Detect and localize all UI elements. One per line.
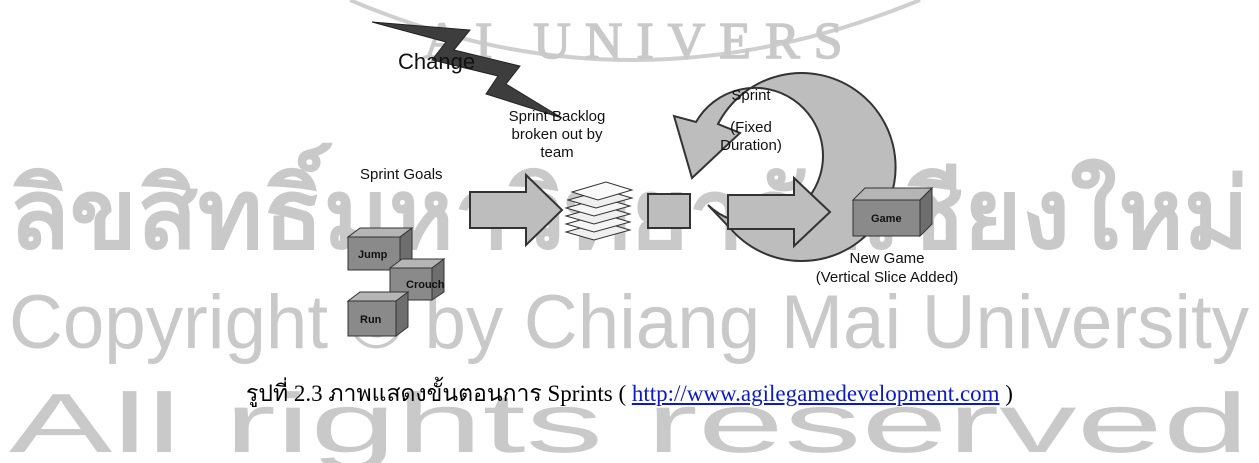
caption-link[interactable]: http://www.agilegamedevelopment.com	[632, 381, 1000, 406]
arrow-to-backlog	[470, 175, 562, 245]
figure-caption: รูปที่ 2.3 ภาพแสดงขั้นตอนการ Sprints ( h…	[0, 376, 1259, 412]
backlog-stack-icon	[566, 182, 632, 240]
game-box-label: Game	[871, 213, 902, 225]
sprint-label-line3: Duration)	[720, 137, 782, 154]
cycle-entry-stub	[648, 194, 690, 228]
game-box: Game	[853, 188, 932, 236]
goal-box-jump-label: Jump	[358, 249, 388, 261]
change-label: Change	[398, 49, 475, 74]
goal-box-run-label: Run	[360, 314, 382, 326]
backlog-label-line1: Sprint Backlog	[509, 108, 606, 125]
caption-suffix: )	[1005, 381, 1013, 406]
goal-box-run: Run	[348, 292, 408, 336]
caption-prefix: รูปที่ 2.3 ภาพแสดงขั้นตอนการ Sprints (	[246, 381, 626, 406]
sprint-label-line1: Sprint	[731, 87, 771, 104]
goal-box-crouch-label: Crouch	[406, 279, 445, 291]
sprint-goals-label: Sprint Goals	[360, 166, 443, 183]
new-game-line2: (Vertical Slice Added)	[816, 269, 959, 286]
backlog-label-line2: broken out by	[512, 126, 603, 143]
backlog-label-line3: team	[540, 144, 573, 161]
sprint-label-line2: (Fixed	[730, 119, 772, 136]
new-game-line1: New Game	[849, 250, 924, 267]
